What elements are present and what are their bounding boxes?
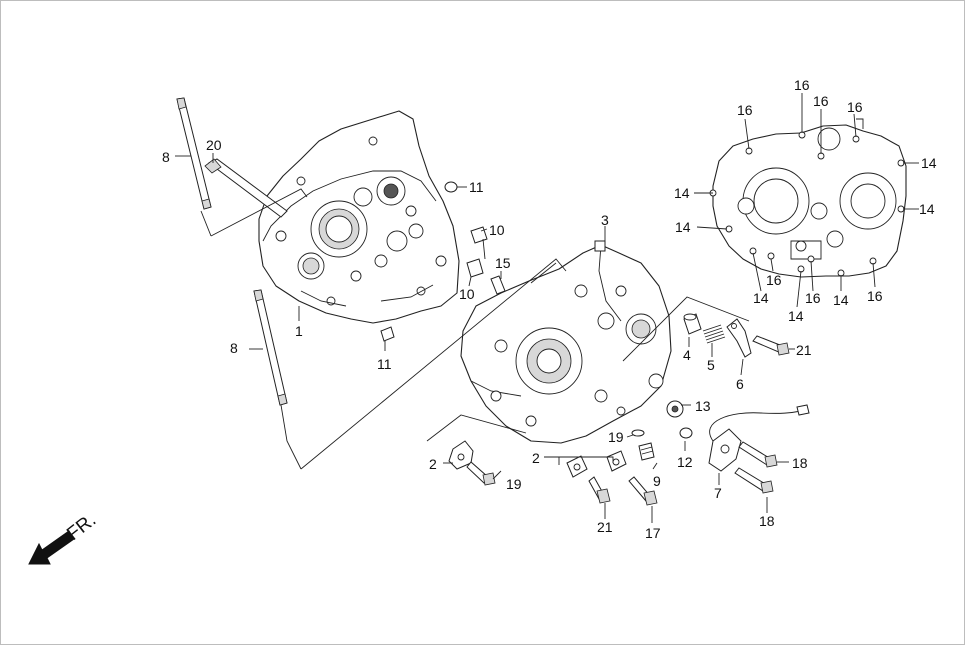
callout-20: 20: [206, 137, 222, 153]
callout-16-g: 16: [867, 288, 883, 304]
left-crankcase[interactable]: [258, 110, 460, 324]
bolt-21-lower[interactable]: [588, 476, 611, 504]
callout-5: 5: [707, 357, 715, 373]
spring-5[interactable]: [702, 324, 726, 344]
callout-2-left: 2: [429, 456, 437, 472]
plug-9[interactable]: [638, 442, 655, 461]
callout-10-upper: 10: [489, 222, 505, 238]
callout-16-a: 16: [737, 102, 753, 118]
bolt-19[interactable]: [466, 461, 496, 486]
callout-8-lower: 8: [230, 340, 238, 356]
callout-16-c: 16: [813, 93, 829, 109]
callout-19-left: 19: [506, 476, 522, 492]
callout-13: 13: [695, 398, 711, 414]
lever-6[interactable]: [726, 318, 752, 358]
callout-19-right: 19: [608, 429, 624, 445]
stud-bolt-lower[interactable]: [253, 289, 288, 406]
guide-plate[interactable]: [466, 226, 488, 278]
bolt-15[interactable]: [490, 275, 506, 295]
callout-6: 6: [736, 376, 744, 392]
callout-10-lower: 10: [459, 286, 475, 302]
callout-21-lower: 21: [597, 519, 613, 535]
dowel-pin-lower[interactable]: [380, 326, 395, 342]
callout-14-b: 14: [675, 219, 691, 235]
callout-3: 3: [601, 212, 609, 228]
callout-14-d: 14: [919, 201, 935, 217]
callout-18-lower: 18: [759, 513, 775, 529]
callout-14-f: 14: [788, 308, 804, 324]
leader-lines: [175, 93, 919, 523]
callout-14-a: 14: [674, 185, 690, 201]
callout-21-upper: 21: [796, 342, 812, 358]
callout-9: 9: [653, 473, 661, 489]
callout-16-d: 16: [847, 99, 863, 115]
bolt-17[interactable]: [628, 476, 658, 506]
callout-14-c: 14: [921, 155, 937, 171]
sensor-7[interactable]: [708, 404, 810, 472]
callout-2-right: 2: [532, 450, 540, 466]
callout-14-g: 14: [833, 292, 849, 308]
callout-1: 1: [295, 323, 303, 339]
bolt-18-upper[interactable]: [738, 441, 778, 468]
o-ring-12[interactable]: [679, 427, 693, 439]
dowel-pin-upper[interactable]: [444, 181, 458, 193]
callout-16-f: 16: [805, 290, 821, 306]
callout-12: 12: [677, 454, 693, 470]
callout-18-upper: 18: [792, 455, 808, 471]
right-crankcase[interactable]: [460, 240, 672, 444]
collar-4[interactable]: [683, 313, 702, 335]
callout-7: 7: [714, 485, 722, 501]
bolt-18-lower[interactable]: [734, 467, 774, 494]
callout-11-upper: 11: [469, 179, 484, 195]
washer-19[interactable]: [631, 429, 645, 437]
callout-4: 4: [683, 347, 691, 363]
front-direction-arrow: [28, 530, 75, 565]
callout-15: 15: [495, 255, 511, 271]
bolt-21-upper[interactable]: [752, 335, 790, 356]
bracket-2-right[interactable]: [566, 450, 627, 478]
callout-14-e: 14: [753, 290, 769, 306]
stud-bolt-upper[interactable]: [176, 97, 212, 210]
callout-17: 17: [645, 525, 661, 541]
callout-16-b: 16: [794, 77, 810, 93]
callout-11-lower: 11: [377, 356, 392, 372]
callout-16-e: 16: [766, 272, 782, 288]
crankcase-outline-view[interactable]: [709, 118, 907, 278]
callout-8-upper: 8: [162, 149, 170, 165]
bolt-20[interactable]: [204, 158, 288, 218]
